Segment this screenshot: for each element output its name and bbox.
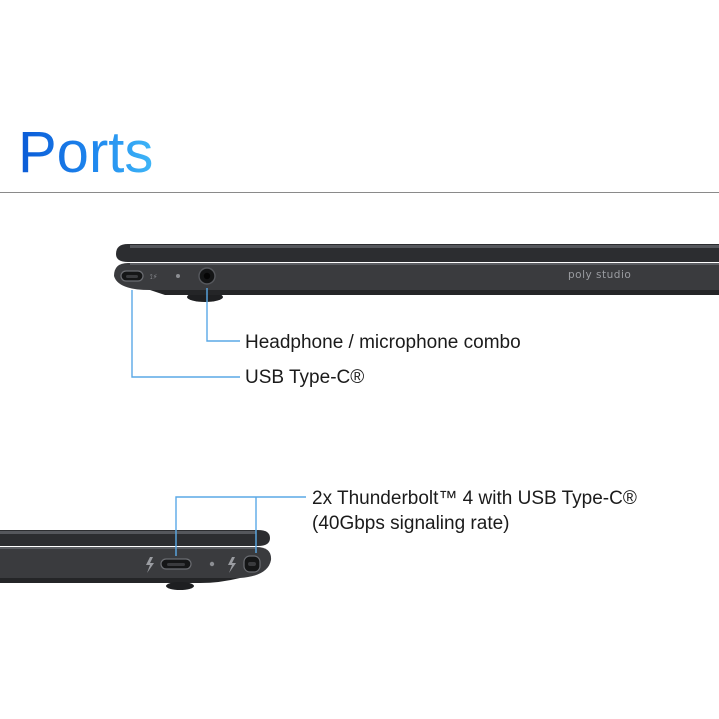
title-divider	[0, 192, 719, 193]
usb-power-icon: ⟟⚡	[150, 273, 158, 281]
brand-mark: poly studio	[568, 269, 631, 281]
thunderbolt-leader-line-1	[175, 496, 306, 556]
thunderbolt-icon	[228, 557, 236, 573]
usbc-leader-line	[131, 290, 240, 378]
thunderbolt-icon	[146, 557, 154, 573]
headphone-combo-label: Headphone / microphone combo	[245, 332, 521, 353]
signaling-rate-label: (40Gbps signaling rate)	[312, 513, 510, 534]
laptop-left-side-view: ⟟⚡ poly studio	[114, 244, 719, 378]
page-title: Ports	[18, 118, 153, 188]
usb-type-c-label: USB Type-C®	[245, 367, 365, 388]
headphone-leader-line	[206, 288, 240, 342]
thunderbolt-label: 2x Thunderbolt™ 4 with USB Type-C®	[312, 488, 637, 509]
laptop-right-side-view	[0, 496, 306, 590]
